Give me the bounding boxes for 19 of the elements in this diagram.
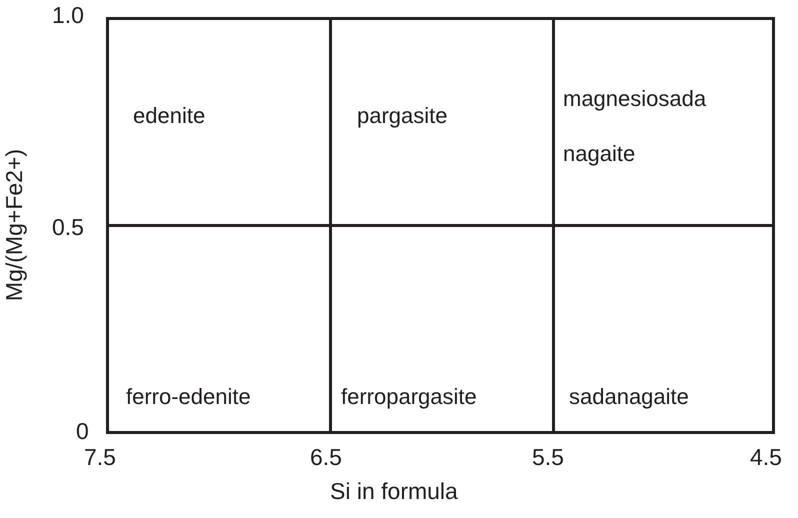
tick-label: 6.5 — [310, 444, 342, 470]
tick-label: 0.5 — [52, 214, 84, 240]
axis-title: Si in formula — [330, 478, 458, 504]
tick-label: 0 — [76, 418, 89, 444]
field-name: magnesiosada nagaite — [563, 85, 708, 168]
tick-label: 4.5 — [750, 444, 782, 470]
tick-label: 7.5 — [84, 444, 116, 470]
classification-field — [552, 224, 775, 434]
tick-label: 5.5 — [532, 444, 564, 470]
field-name: edenite — [133, 102, 206, 130]
classification-field — [106, 224, 332, 434]
field-name: ferropargasite — [341, 383, 478, 411]
tick-label: 1.0 — [52, 2, 84, 28]
field-name: ferro-edenite — [126, 383, 252, 411]
field-name: sadanagaite — [569, 383, 690, 411]
classification-field — [106, 17, 332, 227]
classification-field — [552, 17, 775, 227]
axis-title: Mg/(Mg+Fe2+) — [1, 148, 27, 304]
field-name: pargasite — [357, 102, 449, 130]
